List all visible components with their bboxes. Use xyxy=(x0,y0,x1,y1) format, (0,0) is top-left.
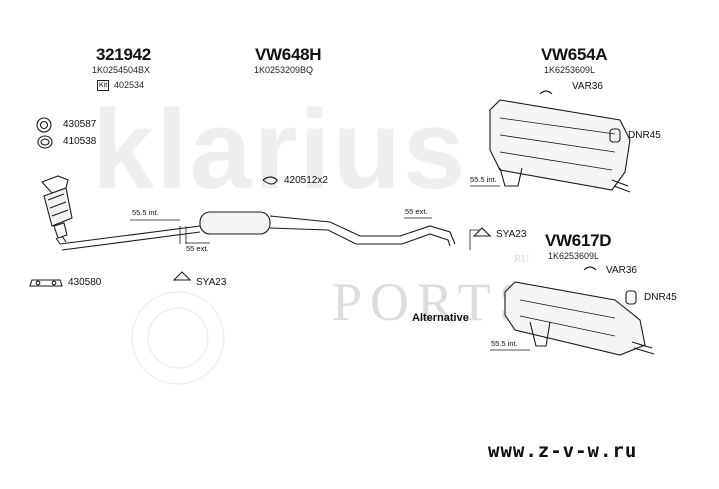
part-label-430587: 430587 xyxy=(63,119,97,130)
dim-rear-a-int: 55.5 int. xyxy=(470,175,497,184)
front-pipe-joint xyxy=(179,226,187,244)
klarius-watermark: klarius xyxy=(92,87,467,212)
catalyst-section xyxy=(41,175,201,251)
part-label-var36-a: VAR36 xyxy=(572,81,603,92)
flex-joint xyxy=(55,235,67,245)
rubber-dnr45-b xyxy=(625,290,637,305)
dim-front-int: 55.5 int. xyxy=(132,208,159,217)
rear-silencer-b xyxy=(504,266,655,356)
watermark-ru: RU xyxy=(514,253,529,265)
middle-pipe-upper xyxy=(269,215,456,245)
rear-b-body xyxy=(504,281,646,356)
rubber-dnr45-a xyxy=(609,128,621,143)
catalyst-outlet xyxy=(53,222,68,239)
rear-a-body xyxy=(489,99,631,191)
ports-watermark xyxy=(131,291,225,385)
rear-b-tailpipe xyxy=(631,341,655,355)
dim-front-ext: 55 ext. xyxy=(186,244,209,253)
part-label-420512: 420512x2 xyxy=(284,175,328,186)
catalyst-body xyxy=(43,187,73,227)
kit-code: 402534 xyxy=(114,80,145,90)
watermark-circle-inner xyxy=(147,307,209,369)
ring-410538-inner xyxy=(40,138,50,146)
front-code: 321942 xyxy=(96,45,151,64)
part-label-sya23-b: SYA23 xyxy=(496,229,527,240)
gasket-430580-hole-b xyxy=(51,280,57,286)
part-label-dnr45-b: DNR45 xyxy=(644,292,677,303)
gasket-430580 xyxy=(29,279,63,287)
part-label-430580: 430580 xyxy=(68,277,102,288)
gasket-430587-outer xyxy=(36,117,52,133)
watermark-ports: PORTS xyxy=(332,272,537,332)
catalyst-ribs xyxy=(47,193,69,217)
catalyst-flange xyxy=(41,175,69,194)
part-label-sya23-a: SYA23 xyxy=(196,277,227,288)
rear-silencer-a xyxy=(489,90,631,193)
rear-b-oem: 1K6253609L xyxy=(548,251,600,261)
clamp-420512 xyxy=(262,176,278,185)
middle-pipe-end xyxy=(469,229,480,250)
front-oem: 1K0254504BX xyxy=(92,65,151,75)
gasket-430587-inner xyxy=(39,120,49,130)
dim-mid-ext: 55 ext. xyxy=(405,207,428,216)
ring-410538-outer xyxy=(37,135,53,149)
rear-a-code: VW654A xyxy=(541,45,608,64)
front-pipe xyxy=(59,225,201,251)
dimension-arrows xyxy=(130,185,530,351)
gasket-430580-hole-a xyxy=(35,280,41,286)
part-label-410538: 410538 xyxy=(63,136,97,147)
middle-code: VW648H xyxy=(255,45,322,64)
mount-sya23-a xyxy=(172,271,192,281)
part-label-var36-b: VAR36 xyxy=(606,265,637,276)
alternative-label: Alternative xyxy=(412,312,469,324)
rear-a-tailpipe xyxy=(611,179,631,193)
rear-b-code: VW617D xyxy=(545,231,612,250)
watermark-circle xyxy=(131,291,225,385)
rear-a-oem: 1K6253609L xyxy=(544,65,596,75)
watermark-brand: klarius xyxy=(92,87,467,212)
mount-sya23-b xyxy=(472,227,492,237)
rear-b-inlet xyxy=(529,321,551,347)
dim-rear-b-int: 55.5 int. xyxy=(491,339,518,348)
rear-b-ribs xyxy=(519,299,616,337)
middle-silencer xyxy=(172,176,492,281)
hanger-var36-a xyxy=(539,90,553,95)
middle-silencer-body xyxy=(199,211,271,235)
part-label-dnr45-a: DNR45 xyxy=(628,130,661,141)
rear-a-ribs xyxy=(499,117,616,171)
footer-url: www.z-v-w.ru xyxy=(488,440,638,462)
kit-badge: Kit xyxy=(97,80,110,91)
middle-oem: 1K0253209BQ xyxy=(254,65,314,75)
hanger-var36-b xyxy=(583,266,597,271)
middle-pipe-lower xyxy=(269,227,451,247)
rear-a-inlet xyxy=(499,167,523,187)
gaskets xyxy=(29,117,63,287)
